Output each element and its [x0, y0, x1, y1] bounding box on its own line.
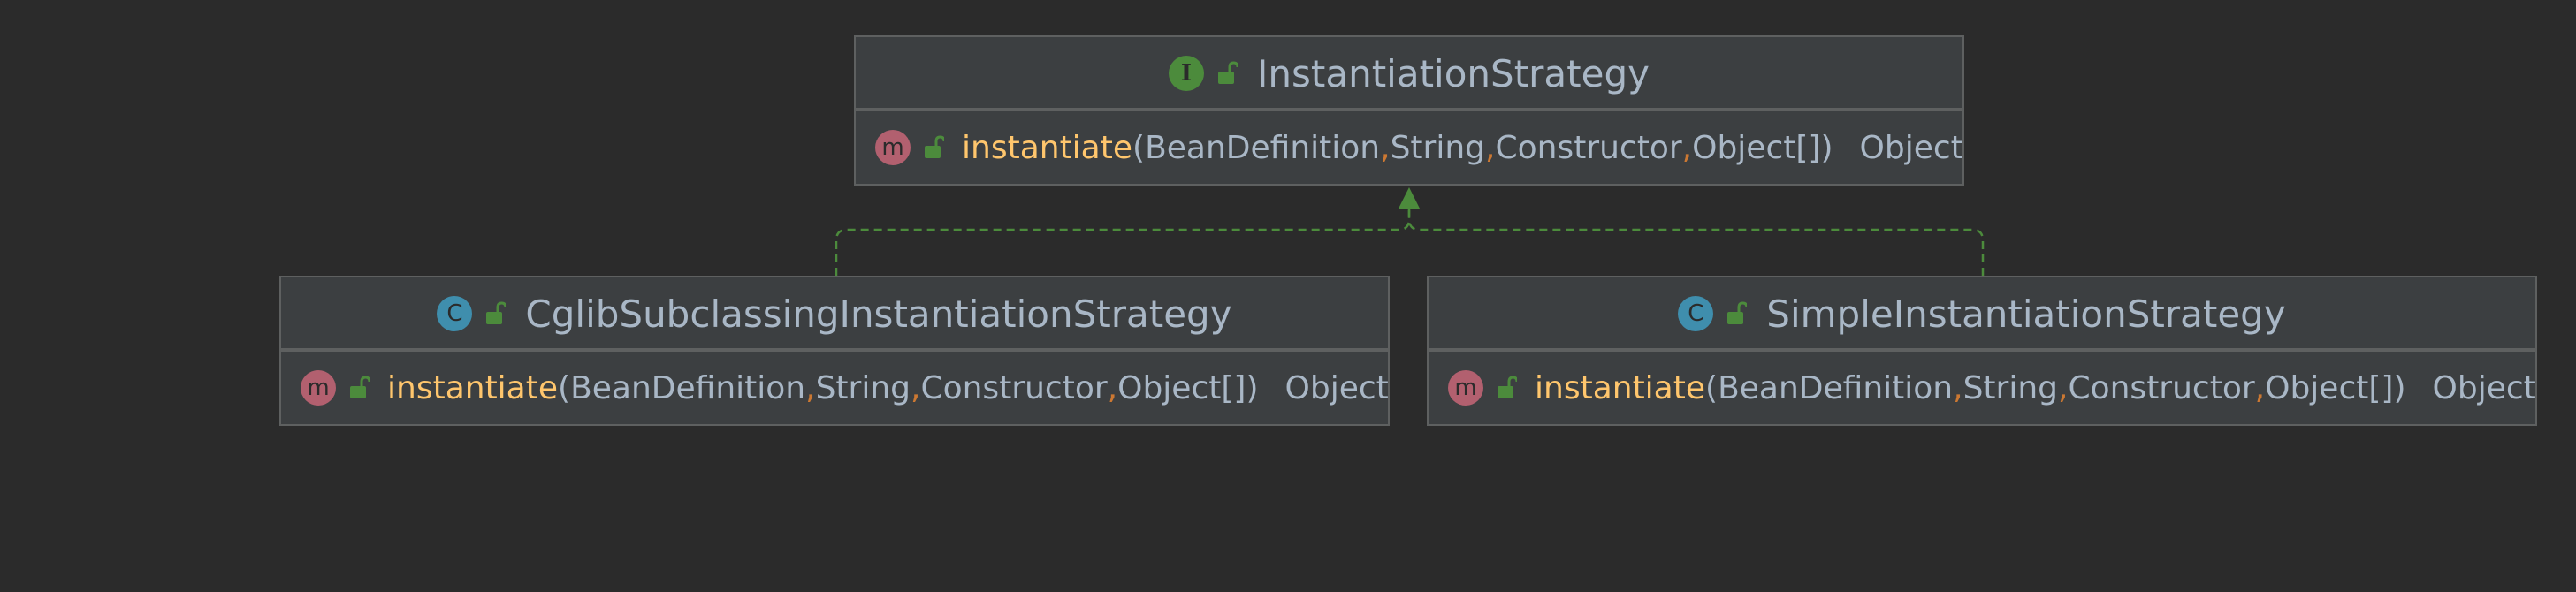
method-return-type: Object	[1859, 129, 1963, 166]
method-param-separator: ,	[1485, 129, 1496, 166]
method-param-separator: ,	[1681, 129, 1693, 166]
interface-name: InstantiationStrategy	[1257, 51, 1650, 95]
method-paren-open: (	[1705, 369, 1719, 406]
public-lock-icon	[1727, 301, 1748, 324]
class-name: SimpleInstantiationStrategy	[1766, 292, 2286, 336]
method-param: String	[1390, 129, 1485, 166]
method-param-separator: ,	[911, 369, 921, 406]
method-param: String	[815, 369, 911, 406]
method-return-type: Object	[2432, 369, 2536, 406]
method-param-separator: ,	[2254, 369, 2266, 406]
class-header: C SimpleInstantiationStrategy	[1429, 277, 2535, 352]
interface-icon: I	[1169, 56, 1204, 91]
method-param-separator: ,	[1380, 129, 1391, 166]
method-param-separator: ,	[805, 369, 816, 406]
class-header: C CglibSubclassingInstantiationStrategy	[281, 277, 1388, 352]
method-paren-open: (	[1132, 129, 1146, 166]
interface-method-row[interactable]: m instantiate(BeanDefinition,String,Cons…	[856, 111, 1963, 184]
interface-box[interactable]: I InstantiationStrategy m instantiate(Be…	[854, 35, 1964, 186]
method-param: Object[]	[1117, 369, 1246, 406]
class-name: CglibSubclassingInstantiationStrategy	[525, 292, 1232, 336]
method-paren-close: )	[2393, 369, 2406, 406]
method-param: Constructor	[1495, 129, 1682, 166]
public-lock-icon	[1498, 376, 1517, 398]
method-paren-close: )	[1820, 129, 1833, 166]
class-box-cglib[interactable]: C CglibSubclassingInstantiationStrategy …	[279, 276, 1390, 426]
connector-simple-to-interface	[1407, 196, 1985, 276]
method-icon: m	[875, 130, 911, 165]
class-icon: C	[437, 296, 473, 331]
interface-header: I InstantiationStrategy	[856, 37, 1962, 111]
public-lock-icon	[350, 376, 370, 398]
method-param: Constructor	[2068, 369, 2255, 406]
method-param: BeanDefinition	[1718, 369, 1954, 406]
realization-arrowhead	[1399, 187, 1420, 209]
method-param: BeanDefinition	[1145, 129, 1381, 166]
method-param: Object[]	[2265, 369, 2394, 406]
public-lock-icon	[486, 301, 507, 324]
method-param: Constructor	[920, 369, 1108, 406]
method-icon: m	[301, 370, 336, 406]
method-param: Object[]	[1692, 129, 1821, 166]
method-param-separator: ,	[1107, 369, 1118, 406]
method-return-type: Object	[1284, 369, 1389, 406]
method-param: String	[1962, 369, 2058, 406]
public-lock-icon	[1218, 61, 1238, 84]
method-name: instantiate	[1535, 369, 1706, 406]
method-param-separator: ,	[1953, 369, 1963, 406]
method-param-separator: ,	[2058, 369, 2069, 406]
method-name: instantiate	[962, 129, 1133, 166]
connector-cglib-to-interface	[835, 196, 1411, 276]
class-icon: C	[1678, 296, 1714, 331]
public-lock-icon	[925, 135, 944, 158]
method-name: instantiate	[387, 369, 559, 406]
method-param: BeanDefinition	[570, 369, 806, 406]
method-paren-open: (	[558, 369, 571, 406]
class-method-row[interactable]: m instantiate(BeanDefinition,String,Cons…	[281, 352, 1389, 424]
class-box-simple[interactable]: C SimpleInstantiationStrategy m instanti…	[1427, 276, 2537, 426]
method-paren-close: )	[1246, 369, 1259, 406]
class-method-row[interactable]: m instantiate(BeanDefinition,String,Cons…	[1429, 352, 2536, 424]
method-icon: m	[1448, 370, 1483, 406]
